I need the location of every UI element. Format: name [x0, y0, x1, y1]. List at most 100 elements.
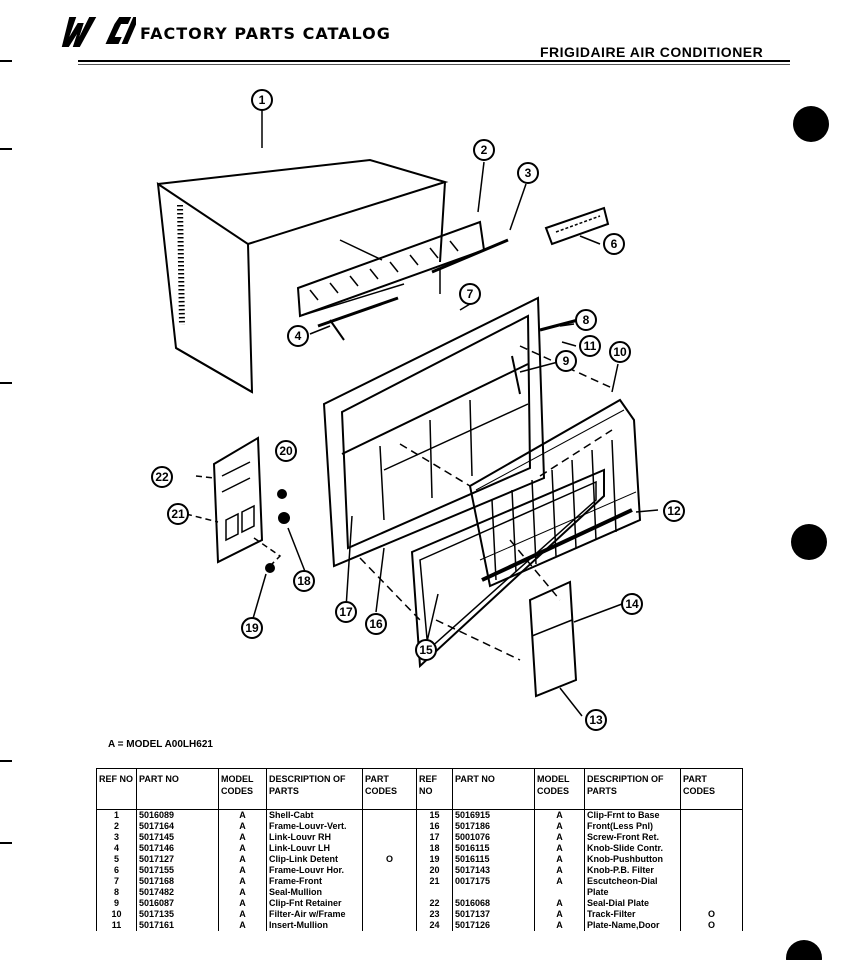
cell-part: 5016115	[452, 843, 535, 854]
cell-part: 5017145	[136, 832, 219, 843]
cell-model: A	[218, 887, 267, 898]
cell-code	[362, 809, 417, 821]
cell-model: A	[534, 854, 585, 865]
cell-part: 0017175	[452, 876, 535, 887]
cell-code	[362, 887, 417, 898]
col-desc: DESCRIPTION OF PARTS	[584, 768, 681, 810]
cell-code: O	[362, 854, 417, 865]
cell-part: 5017482	[136, 887, 219, 898]
cell-ref: 16	[416, 821, 453, 832]
table-header: REF NO PART NO MODEL CODES DESCRIPTION O…	[96, 768, 743, 810]
cell-model: A	[534, 920, 585, 931]
header-rule	[78, 64, 790, 65]
cell-ref: 4	[96, 843, 137, 854]
cell-part: 5017137	[452, 909, 535, 920]
cell-model: A	[218, 876, 267, 887]
cell-ref: 19	[416, 854, 453, 865]
callout-label: 21	[171, 507, 185, 521]
cell-desc: Plate	[584, 887, 681, 898]
cell-desc: Knob-Slide Contr.	[584, 843, 681, 854]
cell-ref: 3	[96, 832, 137, 843]
parts-table: REF NO PART NO MODEL CODES DESCRIPTION O…	[96, 768, 743, 931]
cell-desc: Clip-Fnt Retainer	[266, 898, 363, 909]
callout-label: 1	[259, 93, 266, 107]
cell-ref: 2	[96, 821, 137, 832]
cabinet-shell	[439, 181, 446, 263]
header-rule	[78, 60, 790, 62]
cell-ref: 22	[416, 898, 453, 909]
cell-ref: 9	[96, 898, 137, 909]
cell-desc: Front(Less Pnl)	[584, 821, 681, 832]
cell-ref: 11	[96, 920, 137, 931]
cell-ref: 20	[416, 865, 453, 876]
cell-part: 5017127	[136, 854, 219, 865]
cell-desc: Clip-Link Detent	[266, 854, 363, 865]
col-codes: PART CODES	[362, 768, 417, 810]
cell-code	[680, 809, 743, 821]
col-part: PART NO	[136, 768, 219, 810]
col-ref: REF NO	[96, 768, 137, 810]
binder-hole	[793, 106, 829, 142]
cell-model: A	[534, 809, 585, 821]
cell-part: 5001076	[452, 832, 535, 843]
cell-code	[362, 821, 417, 832]
cell-ref: 15	[416, 809, 453, 821]
part-callouts	[151, 89, 685, 731]
cell-model: A	[534, 843, 585, 854]
cabinet-shell	[157, 158, 449, 245]
cell-model: A	[218, 843, 267, 854]
cell-code	[680, 876, 743, 887]
cell-part	[452, 887, 535, 898]
cell-code	[362, 909, 417, 920]
cell-desc: Track-Filter	[584, 909, 681, 920]
cell-model: A	[534, 876, 585, 887]
front-panel	[410, 468, 605, 669]
cell-desc: Plate-Name,Door	[584, 920, 681, 931]
cell-model: A	[218, 821, 267, 832]
col-ref: REF NO	[416, 768, 453, 810]
col-codes: PART CODES	[680, 768, 743, 810]
cell-code	[680, 865, 743, 876]
cell-code: O	[680, 920, 743, 931]
front-frame	[322, 296, 546, 568]
callout-label: 12	[667, 504, 681, 518]
cell-code	[680, 821, 743, 832]
horizontal-louver-frame	[544, 206, 610, 246]
cell-part: 5017146	[136, 843, 219, 854]
cell-part: 5016087	[136, 898, 219, 909]
cell-model: A	[534, 821, 585, 832]
callout-label: 9	[563, 354, 570, 368]
binder-hole	[786, 940, 822, 960]
cell-code	[680, 887, 743, 898]
cell-part: 5017168	[136, 876, 219, 887]
cell-model: A	[218, 898, 267, 909]
cell-model: A	[218, 809, 267, 821]
cell-ref: 8	[96, 887, 137, 898]
door-panel	[528, 580, 578, 698]
callout-label: 20	[279, 444, 293, 458]
cell-desc: Screw-Front Ret.	[584, 832, 681, 843]
edge-mark	[0, 60, 12, 62]
cell-ref: 21	[416, 876, 453, 887]
cell-desc: Frame-Front	[266, 876, 363, 887]
cell-part: 5017155	[136, 865, 219, 876]
wci-logo	[61, 17, 136, 47]
edge-mark	[0, 760, 12, 762]
callout-label: 14	[625, 597, 639, 611]
cell-model: A	[534, 898, 585, 909]
cell-model	[534, 887, 585, 898]
cell-desc: Filter-Air w/Frame	[266, 909, 363, 920]
cell-ref: 17	[416, 832, 453, 843]
cell-part: 5017186	[452, 821, 535, 832]
callout-label: 18	[297, 574, 311, 588]
cell-code: O	[680, 909, 743, 920]
cell-code	[362, 832, 417, 843]
callout-label: 17	[339, 605, 353, 619]
callout-label: 8	[583, 313, 590, 327]
